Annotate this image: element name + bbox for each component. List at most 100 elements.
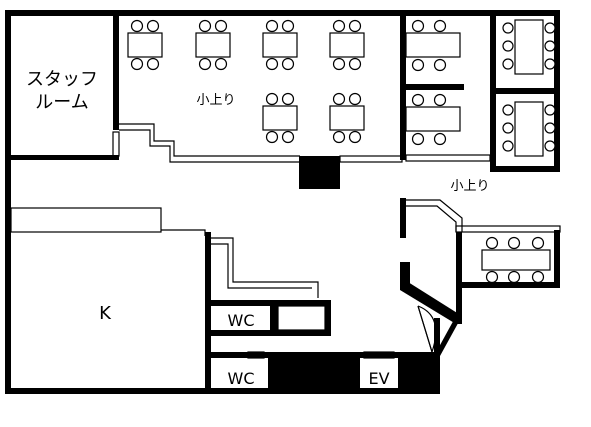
chair — [265, 130, 279, 144]
chair — [485, 270, 499, 284]
chair — [531, 270, 545, 284]
chair — [332, 130, 346, 144]
chair — [281, 92, 295, 106]
wall-lower-right-stub — [400, 262, 410, 287]
kitchen-label: K — [99, 303, 112, 324]
raised-right-corner-inner — [406, 205, 457, 232]
table — [329, 32, 365, 58]
raised-right-corner — [406, 199, 463, 232]
wall-booth-divider-3 — [496, 88, 554, 94]
table — [514, 19, 544, 75]
wall-raised-right-left — [400, 198, 406, 238]
chair — [265, 92, 279, 106]
restroom-upper-label: WC — [228, 311, 255, 330]
chair — [332, 57, 346, 71]
chair — [332, 19, 346, 33]
chair — [544, 22, 556, 34]
raised-area-right-label: 小上り — [450, 179, 489, 194]
staff-door-gap — [112, 131, 120, 157]
booth-tables — [405, 19, 556, 284]
chair — [411, 93, 425, 107]
wall-booth-top-thin — [405, 154, 491, 162]
chair — [146, 19, 160, 33]
chair — [348, 57, 362, 71]
chair — [544, 104, 556, 116]
chair — [411, 19, 425, 33]
wall-divider-vertical — [400, 10, 406, 160]
chair — [507, 236, 521, 250]
chair — [411, 132, 425, 146]
wall-angled — [400, 282, 462, 324]
wall-top — [5, 10, 560, 16]
chair — [433, 19, 447, 33]
chair — [265, 19, 279, 33]
wall-wc-upper-right — [325, 300, 331, 336]
wall-kitchen-right — [205, 232, 211, 394]
chair — [348, 19, 362, 33]
chair — [502, 40, 514, 52]
wall-left — [5, 10, 11, 394]
elevator-label: EV — [368, 369, 389, 388]
center-partition — [211, 237, 319, 298]
kitchen-counter-top — [10, 207, 162, 233]
wall-raised-right-vertical — [456, 232, 462, 322]
chair — [502, 22, 514, 34]
chair — [146, 57, 160, 71]
wall-right-lower — [554, 230, 560, 285]
wall-staff-right — [113, 10, 119, 130]
chair — [502, 104, 514, 116]
chair — [198, 57, 212, 71]
chair — [281, 130, 295, 144]
wall-wc-upper-mid — [270, 300, 278, 336]
wall-angled-lower — [434, 316, 462, 356]
wc-lower-door — [247, 351, 265, 359]
main-raised-tables — [127, 19, 365, 144]
chair — [544, 122, 556, 134]
chair — [411, 58, 425, 72]
raised-area-edge — [119, 123, 300, 157]
chair — [502, 58, 514, 70]
table — [262, 32, 298, 58]
table — [481, 249, 551, 271]
staff-room-label-line2: ルーム — [35, 92, 88, 113]
staff-room-label-line1: スタッフ — [26, 69, 98, 90]
wc-upper-right-room — [277, 305, 326, 331]
chair — [198, 19, 212, 33]
pillar — [299, 156, 340, 189]
chair — [130, 19, 144, 33]
chair — [502, 140, 514, 152]
chair — [130, 57, 144, 71]
wall-lower-bottom — [211, 388, 440, 394]
table — [329, 105, 365, 131]
wall-booth-divider-4 — [490, 166, 560, 172]
raised-right-bottom — [455, 225, 561, 233]
chair — [332, 92, 346, 106]
chair — [433, 132, 447, 146]
raised-area-edge-inner — [119, 129, 300, 163]
table — [405, 106, 461, 132]
chair — [544, 140, 556, 152]
chair — [281, 57, 295, 71]
wall-right-top — [554, 10, 560, 172]
wall-lower-top — [211, 352, 440, 358]
chair — [348, 92, 362, 106]
chair — [348, 130, 362, 144]
restroom-lower-label: WC — [228, 369, 255, 388]
chair — [214, 57, 228, 71]
chair — [544, 58, 556, 70]
table — [262, 105, 298, 131]
chair — [502, 122, 514, 134]
wall-booth-divider-1 — [406, 84, 464, 90]
table — [514, 101, 544, 157]
center-partition-inner — [211, 243, 312, 289]
raised-area-edge-right — [339, 155, 403, 163]
chair — [544, 40, 556, 52]
wall-booth-divider-2 — [490, 10, 496, 172]
wall-staff-bottom — [5, 155, 119, 160]
chair — [485, 236, 499, 250]
table — [127, 32, 163, 58]
chair — [265, 57, 279, 71]
table — [405, 32, 461, 58]
wall-bottom-right — [457, 282, 560, 288]
